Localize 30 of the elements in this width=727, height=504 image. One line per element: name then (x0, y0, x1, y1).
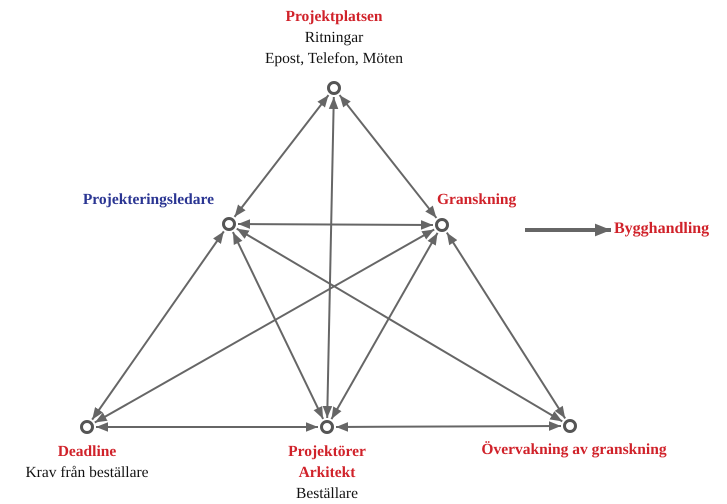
node-ring (435, 218, 449, 232)
arrow (96, 422, 318, 432)
node-caption: Övervakning av granskning (481, 440, 667, 460)
arrow (338, 94, 438, 219)
arrow (238, 219, 433, 230)
node-caption: Epost, Telefon, Möten (264, 49, 404, 69)
arrow (322, 96, 338, 418)
node-caption: Krav från beställare (25, 463, 149, 483)
arrow (330, 232, 438, 420)
arrow (232, 232, 324, 420)
node-ring (320, 420, 334, 434)
node-ring (563, 419, 577, 433)
node-caption: Projekteringsledare (82, 190, 214, 210)
node-ring (327, 81, 341, 95)
arrow (236, 228, 563, 422)
node-label: Bygghandling (614, 219, 710, 239)
arrow (94, 228, 435, 424)
node-ring (80, 420, 94, 434)
node-caption: Projektplatsen (286, 7, 382, 27)
arrow (525, 224, 611, 236)
node-caption: Ritningar (304, 28, 364, 48)
arrow (446, 232, 566, 419)
node-caption: Granskning (437, 190, 516, 210)
node-caption: Deadline (58, 442, 116, 462)
arrow (234, 94, 330, 218)
node-ring (222, 217, 236, 231)
arrow (91, 230, 225, 420)
node-caption: Beställare (296, 484, 358, 504)
arrow (336, 421, 561, 432)
node-caption: Projektörer Arkitekt (287, 442, 367, 483)
